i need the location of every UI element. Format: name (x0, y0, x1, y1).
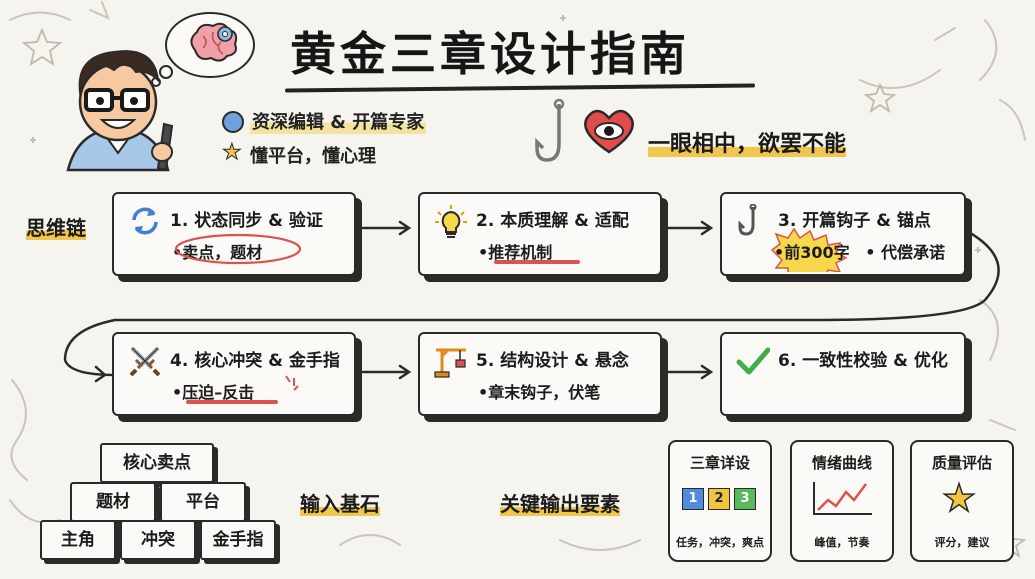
step-3-title: 3. 开篇钩子 & 锚点 (778, 211, 931, 231)
number-2: 2 (708, 488, 730, 510)
output-chapters-title: 三章详设 (689, 454, 750, 472)
step-1-sub: •卖点，题材 (172, 239, 262, 263)
brick-genre: 题材 (70, 482, 156, 522)
role-expert-label: 资深编辑 & 开篇专家 (250, 108, 427, 134)
star-icon: ★ (941, 475, 977, 521)
output-quality-title: 质量评估 (931, 454, 992, 472)
sync-icon (132, 207, 158, 235)
step-card-4: 4. 核心冲突 & 金手指 •压迫–反击 (112, 332, 356, 416)
output-quality-sub: 评分，建议 (934, 536, 990, 549)
role-skill-label: 懂平台，懂心理 (250, 146, 376, 167)
step-3-sub-rest: • 代偿承诺 (865, 243, 946, 262)
checkmark-icon (736, 347, 770, 375)
foundation-label-text: 输入基石 (300, 492, 380, 516)
step-2-title: 2. 本质理解 & 适配 (476, 211, 629, 231)
hook-icon (738, 204, 757, 236)
brick-platform: 平台 (160, 482, 246, 522)
key-outputs-label: 关键输出要素 (500, 488, 620, 517)
step-1-sub-text: •卖点，题材 (172, 243, 263, 262)
thinking-chain-label: 思维链 (26, 212, 86, 241)
step-5-sub: •章末钩子，伏笔 (478, 379, 600, 403)
brick-core-selling-point: 核心卖点 (100, 443, 214, 483)
star-icon: ★ (222, 140, 243, 166)
brain-icon (190, 22, 237, 62)
output-emotion-title: 情绪曲线 (811, 454, 872, 472)
step-4-sub: •压迫–反击 (172, 379, 254, 403)
step-card-2: 2. 本质理解 & 适配 •推荐机制 (418, 192, 662, 276)
step-card-6: 6. 一致性校验 & 优化 (720, 332, 966, 416)
number-3: 3 (734, 488, 756, 510)
burst-highlight (770, 228, 848, 272)
number-1: 1 (682, 488, 704, 510)
step-3-sub-highlight: •前300字 (774, 243, 850, 262)
red-underline (494, 260, 580, 264)
step-card-3: 3. 开篇钩子 & 锚点 •前300字 • 代偿承诺 (720, 192, 966, 276)
step-card-1: 1. 状态同步 & 验证 •卖点，题材 (112, 192, 356, 276)
step-card-5: 5. 结构设计 & 悬念 •章末钩子，伏笔 (418, 332, 662, 416)
thinking-chain-text: 思维链 (26, 216, 86, 240)
star-doodle (21, 27, 63, 66)
step-6-title: 6. 一致性校验 & 优化 (778, 351, 948, 371)
impact-marks (285, 375, 299, 391)
crossed-swords-icon (129, 346, 161, 377)
step-2-sub-text: •推荐机制 (478, 243, 553, 262)
hook-eye-heart-icon (535, 98, 634, 162)
rising-chart-icon (813, 482, 872, 515)
tagline: 一眼相中，欲罢不能 (648, 126, 847, 158)
step-2-sub: •推荐机制 (478, 239, 552, 263)
step-5-sub-text: •章末钩子，伏笔 (478, 383, 601, 402)
globe-icon (222, 111, 244, 133)
brick-protagonist: 主角 (40, 520, 116, 560)
red-circle-highlight (174, 233, 302, 265)
crane-icon (434, 348, 466, 378)
lightbulb-icon (435, 205, 467, 238)
step-4-title: 4. 核心冲突 & 金手指 (170, 351, 340, 371)
step-4-sub-text: •压迫–反击 (172, 383, 255, 402)
foundation-label: 输入基石 (300, 488, 380, 517)
page-title: 黄金三章设计指南 (290, 27, 690, 81)
output-scroll-quality: 质量评估 ★ 评分，建议 (910, 440, 1014, 562)
output-scroll-emotion: 情绪曲线 峰值，节奏 (790, 440, 894, 562)
step-5-title: 5. 结构设计 & 悬念 (476, 351, 629, 371)
brick-golden-finger: 金手指 (200, 520, 276, 560)
brick-conflict: 冲突 (120, 520, 196, 560)
output-emotion-sub: 峰值，节奏 (814, 536, 870, 549)
step-1-title: 1. 状态同步 & 验证 (170, 211, 323, 231)
output-chapters-sub: 任务，冲突，爽点 (676, 536, 764, 549)
output-scroll-chapters: 三章详设 1 2 3 任务，冲突，爽点 (668, 440, 772, 562)
step-3-sub: •前300字 • 代偿承诺 (774, 239, 945, 263)
tagline-text: 一眼相中，欲罢不能 (648, 132, 847, 157)
avatar (66, 50, 174, 172)
red-underline (186, 400, 278, 404)
key-outputs-label-text: 关键输出要素 (500, 492, 620, 516)
